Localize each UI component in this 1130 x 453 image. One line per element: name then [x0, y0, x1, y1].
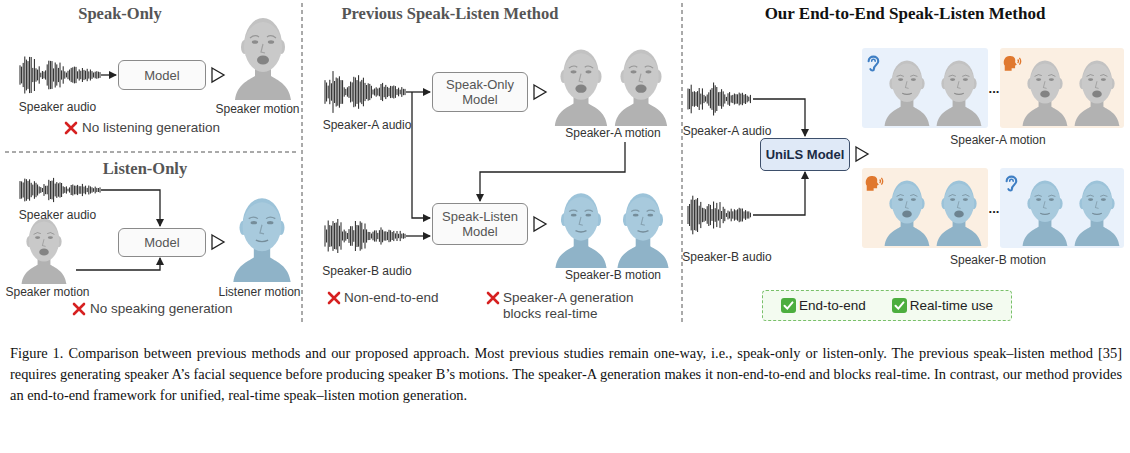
check-icon	[892, 298, 907, 313]
limitation-note: No speaking generation	[90, 301, 270, 317]
output-label: Speaker-A motion	[928, 133, 1068, 147]
ellipsis: ...	[986, 202, 1002, 216]
state-tile	[862, 48, 1124, 248]
audio-waveform	[325, 219, 405, 253]
output-triangle	[212, 68, 868, 249]
listening-icon	[869, 57, 879, 71]
node-text: Speak-Listen Model	[439, 209, 521, 239]
model-box: Speak-Listen Model	[432, 203, 528, 245]
check-icon-box	[781, 298, 796, 313]
speaking-icon	[866, 176, 883, 191]
ellipsis: ...	[986, 82, 1002, 96]
input-label: Speaker audio	[5, 208, 110, 222]
model-box: Model	[118, 228, 206, 257]
check-icon-box	[892, 298, 907, 313]
node-text: End-to-end	[799, 298, 866, 313]
model-box: Speak-Only Model	[432, 72, 528, 112]
input-label: Speaker-A audio	[672, 124, 782, 138]
output-label: Speaker-B motion	[928, 253, 1068, 267]
model-box: Model	[118, 60, 206, 90]
audio-waveform	[325, 71, 405, 113]
panel-divider	[5, 3, 682, 324]
audio-waveform	[688, 196, 750, 235]
panel-heading: Speak-Only	[60, 4, 180, 24]
face-illustrations	[22, 18, 1120, 284]
listening-icon	[1007, 177, 1017, 191]
output-label: Speaker-A motion	[548, 126, 678, 140]
figure-caption: Figure 1. Comparison between previous me…	[10, 343, 1122, 406]
node-text: Model	[144, 235, 179, 250]
input-label: Speaker-B audio	[312, 264, 422, 278]
check-icon-tick	[784, 302, 792, 308]
advantage-box: End-to-end Real-time use	[762, 290, 1012, 321]
node-text: UniLS Model	[766, 147, 845, 162]
panel-heading: Our End-to-End Speak-Listen Method	[690, 4, 1120, 24]
limitation-note: Non-end-to-end	[344, 290, 464, 306]
check-icon-tick	[895, 302, 903, 308]
output-label: Speaker-B motion	[548, 268, 678, 282]
node-text: Model	[144, 68, 179, 83]
unified-model-box: UniLS Model	[760, 138, 850, 171]
input-label: Speaker motion	[0, 285, 95, 299]
input-label: Speaker-A audio	[312, 118, 422, 132]
audio-waveform	[688, 83, 750, 116]
panel-heading: Listen-Only	[95, 159, 195, 179]
output-label: Speaker motion	[210, 102, 305, 116]
limitation-note: Speaker-A generation blocks real-time	[503, 290, 651, 322]
input-label: Speaker-B audio	[672, 250, 782, 264]
node-text: Speak-Only Model	[439, 77, 521, 107]
audio-waveform	[20, 57, 100, 94]
audio-waveform	[20, 178, 100, 202]
input-label: Speaker audio	[5, 100, 110, 114]
panel-heading: Previous Speak-Listen Method	[320, 4, 580, 24]
limitation-note: No listening generation	[82, 120, 252, 136]
speaking-icon	[1004, 56, 1021, 71]
check-icon	[781, 298, 796, 313]
node-text: Real-time use	[910, 298, 993, 313]
output-label: Listener motion	[212, 285, 307, 299]
